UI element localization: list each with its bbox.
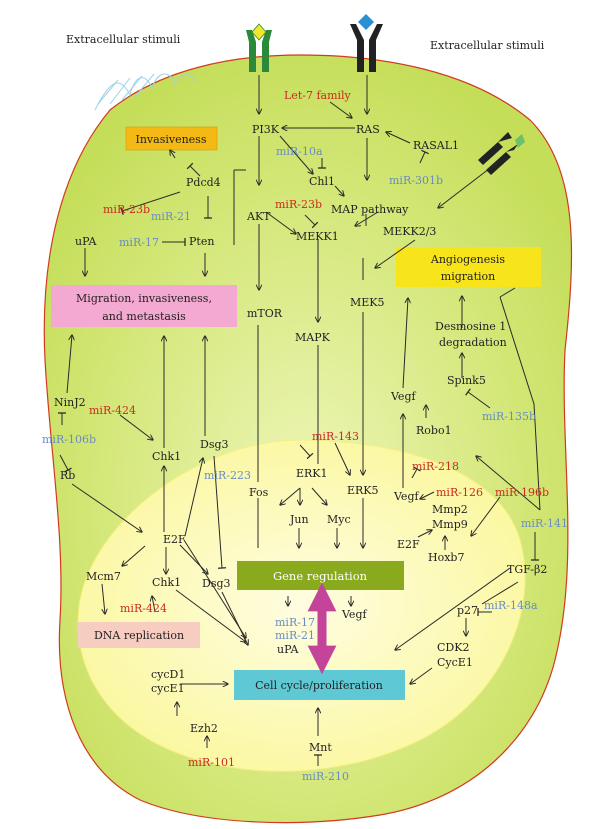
nucleus [77,439,526,772]
mir-21-a: miR-21 [151,210,191,223]
node-mnt: Mnt [309,741,332,754]
mir-223: miR-223 [204,469,251,482]
migration-label-line2: and metastasis [102,310,186,323]
mir-17-b: miR-17 [275,616,315,629]
node-e2f-right: E2F [397,538,420,551]
pathway-connections [58,75,541,766]
node-spink5: Spink5 [447,374,486,387]
node-mcm7: Mcm7 [86,570,121,583]
node-chl1: Chl1 [309,175,335,188]
node-upa: uPA [75,235,97,248]
node-pdcd4: Pdcd4 [186,176,221,189]
cell-cycle-label: Cell cycle/proliferation [255,679,383,692]
node-pten: Pten [189,235,214,248]
node-mekk1: MEKK1 [296,230,339,243]
node-mek5: MEK5 [350,296,385,309]
node-mekk23: MEKK2/3 [383,225,436,238]
receptor-icon-black-blue [350,14,383,72]
extracellular-stimuli-left: Extracellular stimuli [66,33,181,46]
node-mapk: MAPK [295,331,331,344]
node-hoxb7: Hoxb7 [428,551,464,564]
dna-replication-label: DNA replication [94,629,184,642]
node-cyce1-right: CycE1 [437,656,473,669]
cell-cycle-box [234,670,405,700]
mirna-labels: Let-7 family miR-10a miR-301b miR-23b mi… [42,89,568,783]
angiogenesis-box [396,247,541,287]
node-chk1-lower: Chk1 [152,576,181,589]
node-vegf-mid: Vegf [393,490,419,503]
node-fos: Fos [249,486,269,499]
mir-424-b: miR-424 [120,602,167,615]
dna-replication-box [78,622,200,648]
node-cycd1: cycD1 [151,668,185,681]
mir-196b: miR-196b [495,486,549,499]
mir-210: miR-210 [302,770,349,783]
node-upa-lower: uPA [277,643,299,656]
node-jun: Jun [289,513,309,526]
mir-135b: miR-135b [482,410,536,423]
mir-21-b: miR-21 [275,629,315,642]
node-cyce1-left: cycE1 [151,682,185,695]
node-dsg3-lower: Dsg3 [202,577,231,590]
node-myc: Myc [327,513,351,526]
node-mmp9: Mmp9 [432,518,468,531]
node-ezh2: Ezh2 [190,722,218,735]
mir-126: miR-126 [436,486,483,499]
node-erk5: ERK5 [347,484,379,497]
node-labels: PI3K RAS RASAL1 Pdcd4 Chl1 MAP pathway A… [54,123,547,754]
node-dsg3-upper: Dsg3 [200,438,229,451]
mir-141: miR-141 [521,517,568,530]
mir-148a: miR-148a [484,599,538,612]
node-p27: p27 [457,604,478,617]
mir-101: miR-101 [188,756,235,769]
mir-let7: Let-7 family [284,89,352,102]
migration-box [51,285,237,327]
node-rasal1: RASAL1 [413,139,459,152]
mir-143: miR-143 [312,430,359,443]
angiogenesis-label-line2: migration [441,270,495,283]
angiogenesis-label-line1: Angiogenesis [430,253,506,266]
receptor-icon-black-green [478,132,525,175]
extracellular-stimuli-right: Extracellular stimuli [430,39,545,52]
mir-17-a: miR-17 [119,236,159,249]
mir-424-a: miR-424 [89,404,136,417]
gene-regulation-label: Gene regulation [273,569,368,583]
mir-23b-a: miR-23b [103,203,150,216]
node-desmosine-line1: Desmosine 1 [435,320,506,333]
node-akt: AKT [246,210,271,223]
node-ninj2: NinJ2 [54,396,86,409]
node-tgfb2: TGF-β2 [507,563,547,576]
node-robo1: Robo1 [416,424,452,437]
node-cdk2: CDK2 [437,641,469,654]
node-chk1-upper: Chk1 [152,450,181,463]
node-mmp2: Mmp2 [432,503,468,516]
mir-218: miR-218 [412,460,459,473]
mir-301b: miR-301b [389,174,443,187]
mir-10a: miR-10a [276,145,323,158]
node-vegf-lower: Vegf [341,608,367,621]
node-desmosine-line2: degradation [439,336,507,349]
migration-label-line1: Migration, invasiveness, [76,292,212,305]
node-mtor: mTOR [247,307,283,320]
receptor-icon-green-yellow [246,23,272,72]
node-erk1: ERK1 [296,467,328,480]
node-ras: RAS [356,123,380,136]
node-vegf-upper: Vegf [390,390,416,403]
node-e2f-left: E2F [163,533,186,546]
mir-23b-b: miR-23b [275,198,322,211]
node-map-pathway: MAP pathway [331,203,409,216]
node-rb: Rb [60,469,75,482]
membrane-wisp-icon [94,73,197,111]
invasiveness-label: Invasiveness [136,133,207,146]
node-pi3k: PI3K [252,123,280,136]
mir-106b: miR-106b [42,433,96,446]
